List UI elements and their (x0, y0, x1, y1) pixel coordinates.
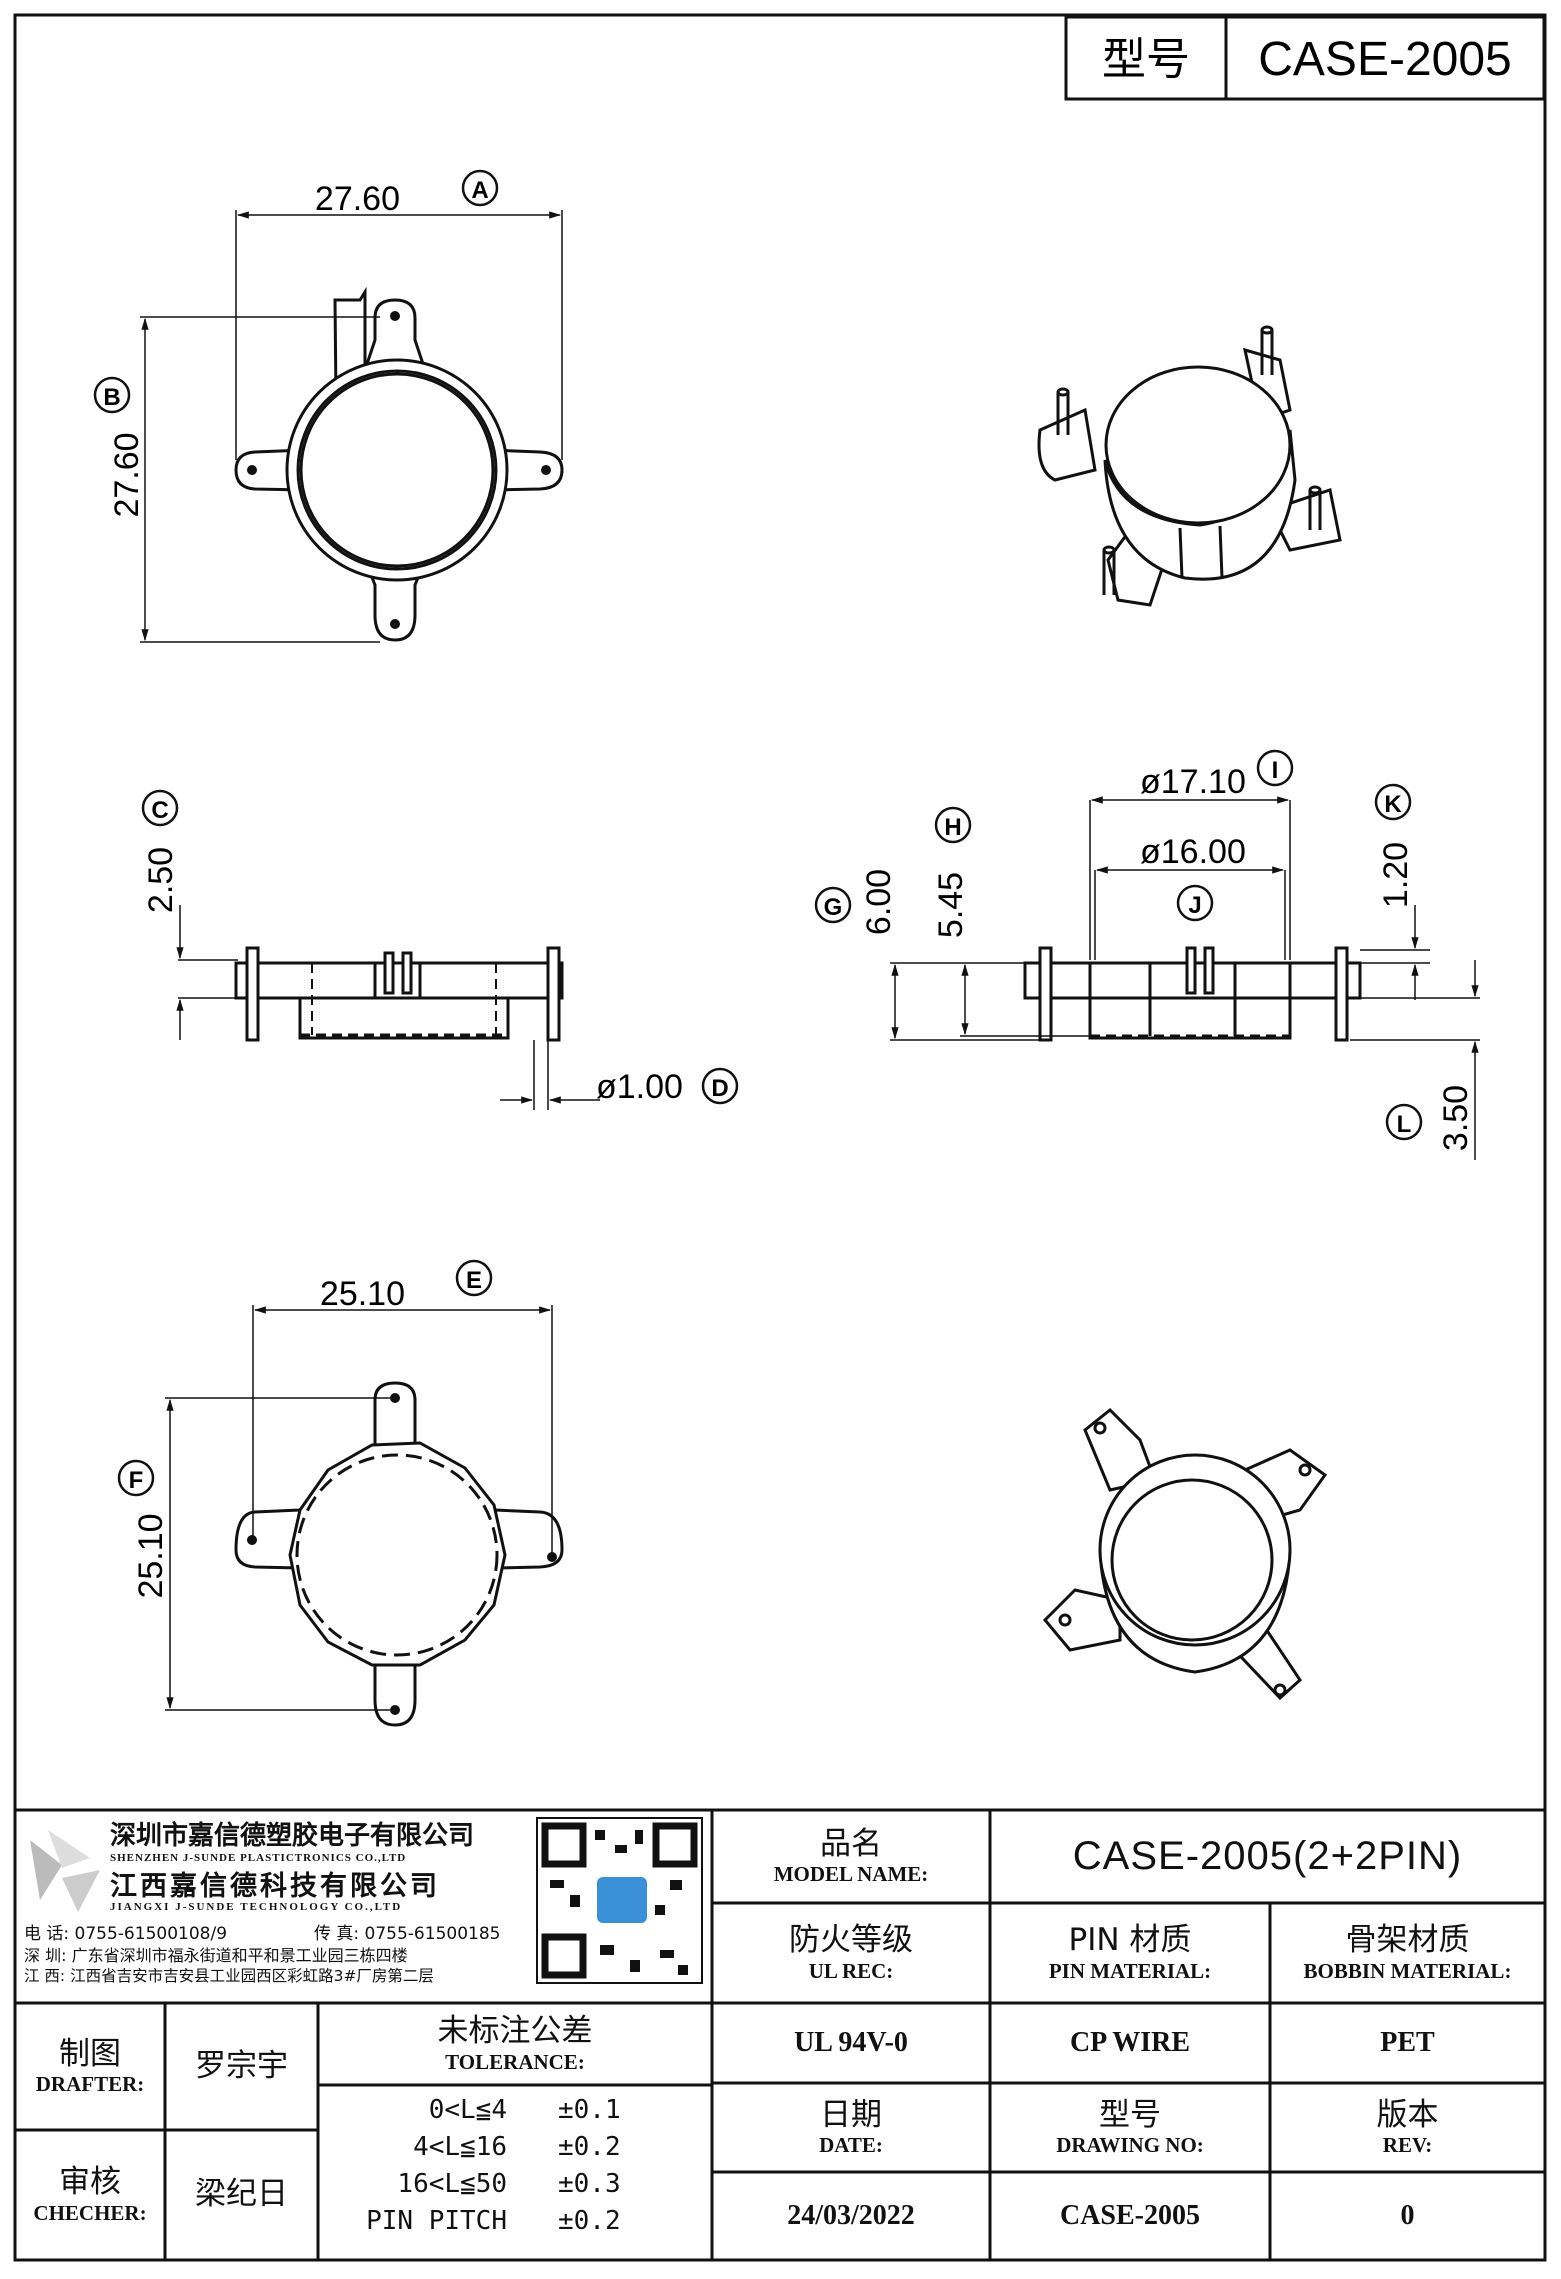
dim-e-value: 25.10 (320, 1275, 405, 1313)
dim-g-value: 6.00 (860, 869, 898, 935)
tolerance-row: PIN PITCH ±0.2 (366, 2206, 621, 2236)
dim-c-letter: C (151, 797, 168, 824)
dim-h-letter: H (944, 814, 961, 841)
tab-right (471, 431, 564, 509)
dim-f-letter: F (129, 1467, 144, 1494)
pin-material-label: PIN 材质 PIN MATERIAL: (1048, 1922, 1212, 1983)
iso-pins (1056, 325, 1322, 595)
model-name-value: CASE-2005(2+2PIN) (1072, 1834, 1463, 1878)
sheet-border (13, 13, 1547, 2262)
side-view-right (1023, 946, 1362, 1042)
company-name-jx: 江西嘉信德科技有限公司 (110, 1870, 440, 1902)
dim-l-letter: L (1397, 1111, 1412, 1138)
model-name-label: 品名 MODEL NAME: (773, 1825, 929, 1887)
dim-b-letter: B (103, 384, 120, 411)
company-logo (30, 1830, 100, 1912)
dim-i-letter: I (1272, 757, 1279, 784)
pin-material-value: CP WIRE (1069, 2027, 1191, 2058)
dim-a-value: 27.60 (315, 180, 400, 218)
title-block-grid (15, 1808, 1545, 2260)
tolerance-label: 未标注公差 TOLERANCE: (437, 2013, 593, 2074)
checker-label: 审核 CHECHER: (33, 2164, 147, 2225)
iso-view-bottom (1042, 1407, 1328, 1701)
tolerance-row: 0<L≦4 ±0.1 (428, 2095, 621, 2125)
company-address-sz: 深 圳: 广东省深圳市福永街道和平和景工业园三栋四楼 (24, 1946, 408, 1965)
rev-value: 0 (1400, 2200, 1415, 2231)
company-fax: 传 真: 0755-61500185 (314, 1924, 501, 1944)
drawing-no-label: 型号 DRAWING NO: (1056, 2096, 1204, 2158)
bottom-view-dims (165, 1305, 553, 1711)
date-value: 24/03/2022 (787, 2200, 915, 2231)
dim-e-letter: E (466, 1267, 482, 1294)
bobbin-material-label: 骨架材质 BOBBIN MATERIAL: (1303, 1922, 1512, 1983)
dim-k-value: 1.20 (1377, 842, 1415, 908)
bottom-view (234, 1381, 564, 1727)
dim-d-value: ø1.00 (596, 1068, 683, 1106)
top-view (234, 286, 564, 642)
dim-a-letter: A (471, 177, 488, 204)
tolerance-table: 0<L≦4 ±0.1 4<L≦16 ±0.2 16<L≦50 ±0.3 PIN … (318, 2085, 712, 2260)
ul-label: 防火等级 UL REC: (789, 1922, 913, 1983)
iso-view-top (1037, 325, 1342, 607)
tolerance-row: 16<L≦50 ±0.3 (397, 2169, 621, 2199)
drafter-label: 制图 DRAFTER: (35, 2035, 145, 2097)
tolerance-row: 4<L≦16 ±0.2 (413, 2132, 621, 2162)
header-model-value: CASE-2005 (1258, 33, 1511, 86)
rev-label: 版本 REV: (1376, 2096, 1439, 2158)
side-view-left-dims (176, 905, 600, 1110)
dim-h-value: 5.45 (932, 872, 970, 938)
qr-code (536, 1817, 703, 1984)
drawing-no-value: CASE-2005 (1059, 2200, 1200, 2231)
dim-j-value: ø16.00 (1140, 833, 1246, 871)
company-phone: 电 话: 0755-61500108/9 (24, 1924, 228, 1944)
company-contact: 电 话: 0755-61500108/9 传 真: 0755-61500185 (24, 1919, 534, 1944)
tab-bottom (362, 558, 428, 642)
ul-value: UL 94V-0 (794, 2027, 908, 2058)
dim-k-letter: K (1384, 791, 1402, 818)
top-view-dims (140, 210, 563, 643)
dim-c-value: 2.50 (142, 847, 180, 913)
dim-g-letter: G (824, 894, 843, 921)
checker-value: 梁纪日 (195, 2176, 288, 2213)
side-view-left (234, 946, 564, 1042)
dim-d-letter: D (711, 1075, 728, 1102)
drafter-value: 罗宗宇 (195, 2047, 288, 2084)
header-model-box: 型号 CASE-2005 (1064, 15, 1546, 101)
company-name-sz-en: SHENZHEN J-SUNDE PLASTICTRONICS CO.,LTD (110, 1852, 407, 1864)
side-view-right-dims (890, 796, 1480, 1160)
bobbin-material-value: PET (1380, 2027, 1435, 2058)
date-label: 日期 DATE: (819, 2096, 883, 2158)
dim-j-letter: J (1188, 892, 1201, 919)
dim-b-value: 27.60 (108, 432, 146, 517)
dim-l-value: 3.50 (1437, 1085, 1475, 1151)
dim-i-value: ø17.10 (1140, 763, 1246, 801)
tab-top (362, 298, 428, 372)
company-name-sz: 深圳市嘉信德塑胶电子有限公司 (110, 1820, 475, 1851)
company-name-jx-en: JIANGXI J-SUNDE TECHNOLOGY CO.,LTD (110, 1901, 403, 1913)
dim-f-value: 25.10 (132, 1513, 170, 1598)
company-address-jx: 江 西: 江西省吉安市吉安县工业园西区彩虹路3#厂房第二层 (24, 1967, 434, 1985)
tab-left (234, 431, 324, 509)
header-model-label: 型号 (1102, 35, 1190, 84)
